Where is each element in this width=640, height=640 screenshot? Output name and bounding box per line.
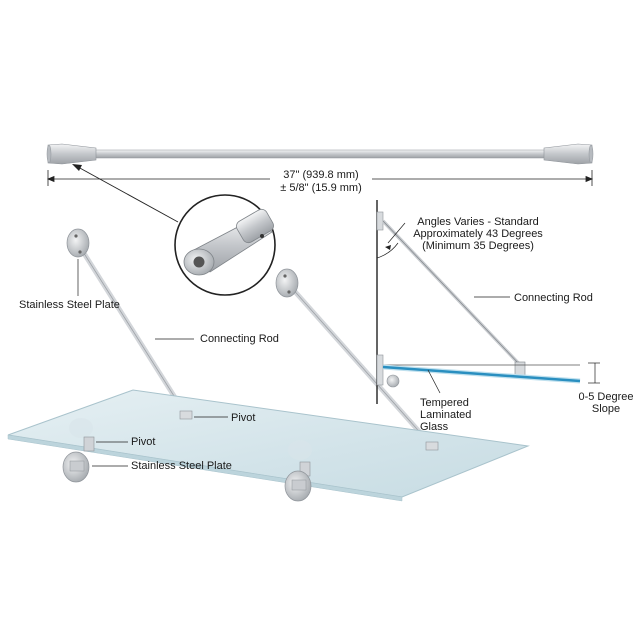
pivot-lower: [83, 436, 95, 452]
label-angle-3: (Minimum 35 Degrees): [422, 240, 534, 252]
label-slope-2: Slope: [591, 403, 621, 415]
pivot-upper: [179, 410, 193, 420]
label-angle-2: Approximately 43 Degrees: [413, 228, 543, 240]
label-rod-left: Connecting Rod: [200, 333, 279, 345]
label-plate-bottom: Stainless Steel Plate: [131, 460, 232, 472]
side-elevation: [376, 200, 600, 404]
left-leader-lines: [77, 259, 228, 467]
label-glass-2: Laminated: [420, 409, 472, 421]
label-pivot-bottom: Pivot: [131, 436, 156, 448]
detail-pointer-arrow: [72, 164, 179, 223]
steel-plate-upper-right: [275, 268, 299, 298]
pivot-right: [425, 441, 439, 451]
label-glass-3: Glass: [420, 421, 449, 433]
label-angle-1: Angles Varies - Standard: [417, 216, 539, 228]
dimension-length-label: 37" (939.8 mm): [283, 169, 359, 181]
steel-plate-lower-right: [284, 470, 312, 502]
dimension-line: [46, 170, 594, 186]
connecting-rod-top: [46, 143, 594, 165]
label-pivot-top: Pivot: [231, 412, 256, 424]
rod-end-detail: [174, 194, 276, 296]
steel-plate-lower-left: [62, 451, 90, 483]
label-rod-side: Connecting Rod: [514, 292, 593, 304]
label-plate-top: Stainless Steel Plate: [19, 299, 120, 311]
label-slope-1: 0-5 Degree: [578, 391, 634, 403]
dimension-tolerance-label: ± 5/8" (15.9 mm): [280, 182, 362, 194]
steel-plate-upper-left: [66, 228, 90, 258]
label-glass-1: Tempered: [420, 397, 469, 409]
canopy-perspective: [7, 228, 530, 502]
